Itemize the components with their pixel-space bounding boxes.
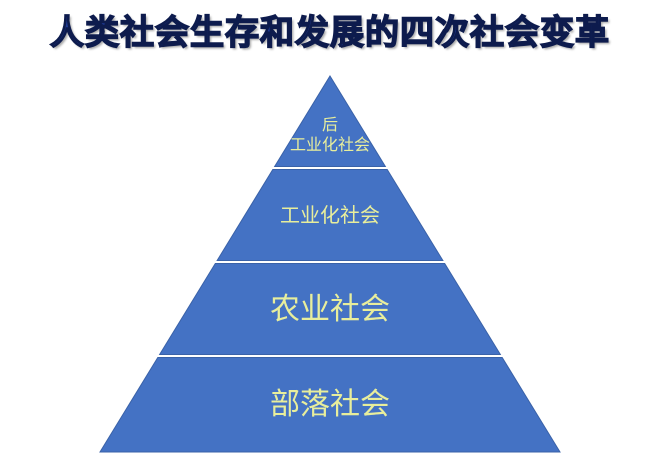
tier-label-industrial: 工业化社会 — [280, 203, 380, 227]
tier-label-agricultural: 农业社会 — [270, 292, 390, 327]
pyramid-tiers — [99, 75, 561, 453]
tier-agricultural — [158, 263, 502, 355]
page-title: 人类社会生存和发展的四次社会变革 — [49, 12, 610, 54]
tier-label-post-industrial-line2: 工业化社会 — [290, 135, 370, 154]
tier-post-industrial — [273, 75, 387, 167]
tier-label-tribal: 部落社会 — [270, 387, 390, 422]
tier-label-post-industrial-line1: 后 — [322, 115, 338, 134]
tier-tribal — [99, 357, 561, 453]
tier-industrial — [216, 169, 444, 261]
